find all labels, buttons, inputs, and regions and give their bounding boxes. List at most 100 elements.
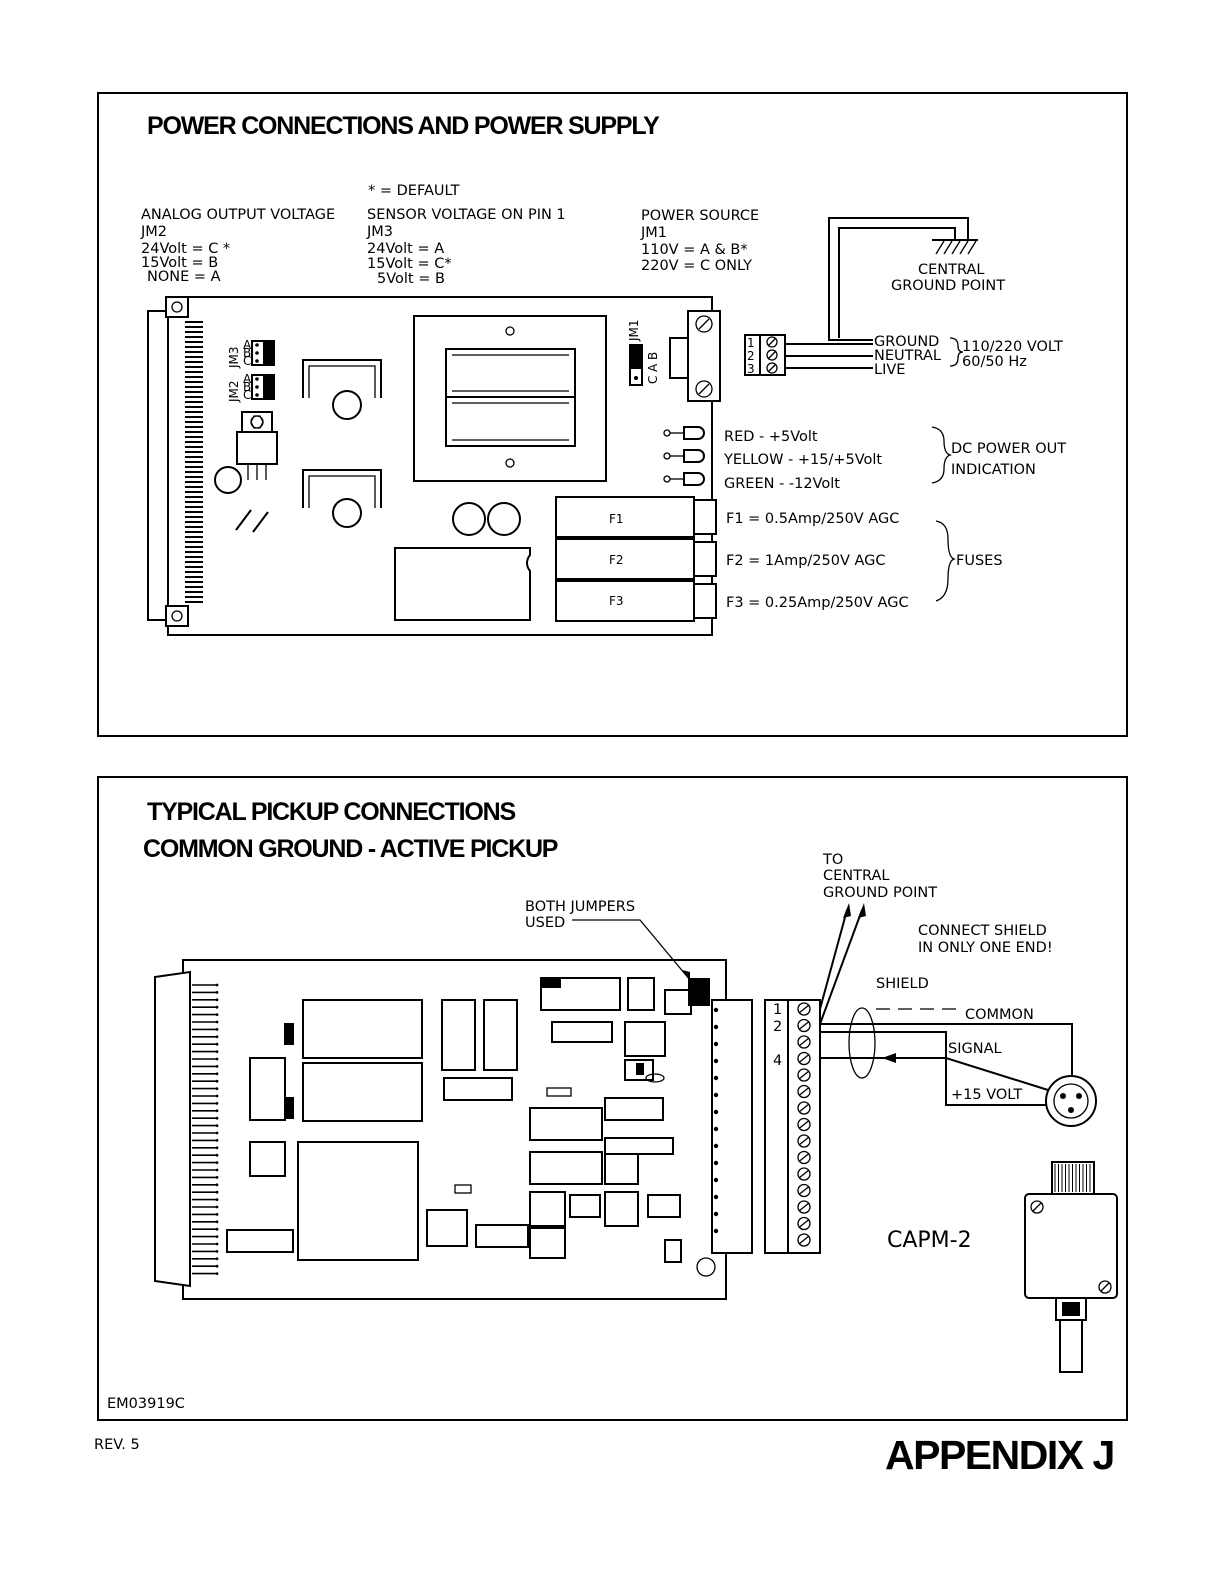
jm3-b: B: [243, 346, 251, 360]
fuse-label-f2: F2: [609, 553, 624, 567]
fuse-spec-f2: F2 = 1Amp/250V AGC: [726, 553, 886, 569]
mains-terminal-1: 1: [747, 336, 755, 350]
wire-label-common: COMMON: [965, 1007, 1034, 1023]
appendix-label: APPENDIX J: [885, 1432, 1114, 1478]
jm3-label: JM3: [227, 346, 241, 369]
voltage-regulator: [236, 411, 278, 480]
ground-wire-inner: [838, 227, 956, 338]
jm3-a: A: [243, 338, 252, 352]
jm1-pin-b: B: [646, 352, 660, 360]
analog-jumper: JM2: [140, 224, 167, 240]
large-component: [394, 547, 531, 621]
source-line-1: 110V = A & B*: [641, 242, 748, 258]
heatsink-upper: [302, 359, 382, 420]
mains-label-live: LIVE: [874, 362, 905, 378]
fuse-group: FUSES: [956, 553, 1003, 569]
led-green-label: GREEN - -12Volt: [724, 476, 840, 492]
jm2-label: JM2: [227, 380, 241, 403]
capacitor-right: [487, 502, 521, 536]
pickup-edge-pins: [192, 983, 219, 1275]
sensor-line-1: 24Volt = A: [367, 241, 444, 257]
to-ground-3: GROUND POINT: [823, 885, 937, 901]
edge-connector-pins: [185, 321, 203, 603]
led-green: [663, 472, 705, 486]
fuse-spec-f3: F3 = 0.25Amp/250V AGC: [726, 595, 909, 611]
led-yellow: [663, 449, 705, 463]
pickup-panel-title: TYPICAL PICKUP CONNECTIONS: [147, 798, 515, 826]
to-ground-2: CENTRAL: [823, 868, 889, 884]
jumpers-leader: [572, 919, 691, 981]
analog-line-2: 15Volt = B: [141, 255, 218, 271]
mains-label-neutral: NEUTRAL: [874, 348, 941, 364]
sensor-heading: SENSOR VOLTAGE ON PIN 1: [367, 207, 566, 223]
jm2-a: A: [243, 372, 252, 386]
analog-line-3: NONE = A: [147, 269, 221, 285]
jm2-b: B: [243, 380, 251, 394]
sensor-line-2: 15Volt = C*: [367, 256, 452, 272]
board-terminal-dots: [713, 1007, 719, 1234]
terminal-number-2: 2: [773, 1019, 782, 1035]
pickup-panel-subtitle: COMMON GROUND - ACTIVE PICKUP: [143, 835, 558, 863]
led-group-2: INDICATION: [951, 462, 1036, 478]
power-panel-title: POWER CONNECTIONS AND POWER SUPPLY: [147, 112, 660, 140]
pickup-connector: [1045, 1075, 1097, 1127]
wire-label-15v: +15 VOLT: [951, 1087, 1022, 1103]
terminal-number-1: 1: [773, 1002, 782, 1018]
jm2-c: C: [243, 388, 251, 402]
pickup-wiring: [819, 903, 1073, 1106]
ground-symbol: [932, 239, 978, 255]
sensor-model: CAPM-2: [887, 1228, 972, 1253]
led-red-label: RED - +5Volt: [724, 429, 818, 445]
source-jumper: JM1: [640, 225, 667, 241]
pickup-edge-connector: [154, 970, 191, 1288]
jm1-pin-c: C: [646, 376, 660, 384]
analog-line-1: 24Volt = C *: [141, 241, 230, 257]
ground-wire: [828, 217, 969, 341]
pickup-board-components: [226, 977, 716, 1277]
revision: REV. 5: [94, 1437, 140, 1453]
led-group-1: DC POWER OUT: [951, 441, 1066, 457]
fuse-spec-f1: F1 = 0.5Amp/250V AGC: [726, 511, 899, 527]
source-heading: POWER SOURCE: [641, 208, 759, 224]
capacitor-left: [452, 502, 486, 536]
wire-label-signal: SIGNAL: [948, 1041, 1002, 1057]
led-yellow-label: YELLOW - +15/+5Volt: [723, 452, 882, 468]
analog-heading: ANALOG OUTPUT VOLTAGE: [141, 207, 335, 223]
jm1-pin-a: A: [646, 363, 660, 372]
jm3-jumper: [251, 340, 275, 366]
sensor-line-3: 5Volt = B: [377, 271, 445, 287]
mains-label-ground: GROUND: [874, 334, 939, 350]
jumpers-note-1: BOTH JUMPERS: [525, 899, 635, 915]
default-note: * = DEFAULT: [368, 183, 460, 199]
fuse-label-f3: F3: [609, 594, 624, 608]
transformer: [413, 315, 607, 482]
mains-rating-2: 60/50 Hz: [962, 354, 1027, 370]
shield-note-1: CONNECT SHIELD: [918, 923, 1047, 939]
mains-connector: [669, 310, 721, 402]
sensor-jumper: JM3: [366, 224, 393, 240]
mains-terminal-2: 2: [747, 349, 755, 363]
heatsink-lower: [302, 469, 382, 528]
wire-label-shield: SHIELD: [876, 976, 929, 992]
power-panel-frame: [97, 92, 1128, 737]
external-terminal-screws: [797, 1002, 811, 1247]
terminal-number-4: 4: [773, 1053, 782, 1069]
capacitor-round: [214, 466, 242, 494]
jm1-jumper: [629, 344, 643, 386]
drawing-number: EM03919C: [107, 1396, 185, 1412]
external-terminal-block: [764, 999, 821, 1254]
mains-rating-1: 110/220 VOLT: [962, 339, 1063, 355]
led-brace: [931, 426, 953, 484]
source-line-2: 220V = C ONLY: [641, 258, 752, 274]
board-terminal-strip: [711, 999, 753, 1254]
ground-point-line-2: GROUND POINT: [891, 278, 1005, 294]
pickup-panel-frame: [97, 776, 1128, 1421]
edge-connector: [147, 310, 169, 621]
jumpers-note-2: USED: [525, 915, 565, 931]
fuse-holders: [555, 496, 717, 622]
jm1-label: JM1: [627, 319, 641, 342]
capm2-sensor: [1024, 1161, 1118, 1373]
mains-brace: [949, 337, 964, 367]
fuse-brace: [935, 520, 957, 602]
